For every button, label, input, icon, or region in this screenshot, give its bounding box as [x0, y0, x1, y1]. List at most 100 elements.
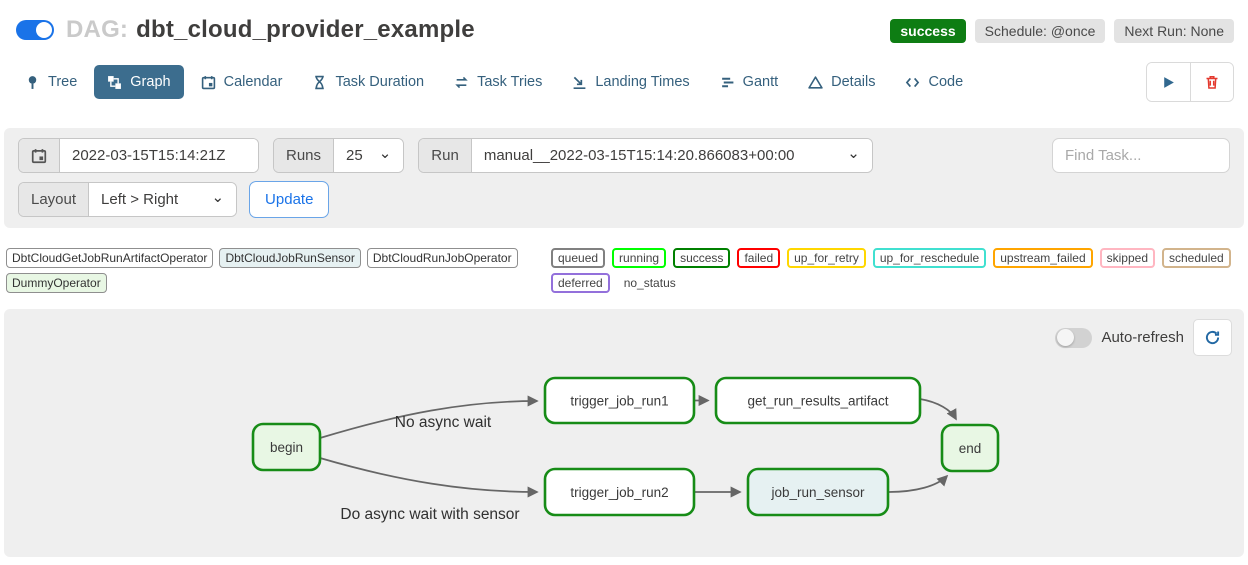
trash-icon: [1206, 75, 1218, 89]
tab-label: Calendar: [223, 74, 283, 90]
edge-artifact-end: [919, 398, 957, 421]
task-node-label: job_run_sensor: [770, 485, 865, 500]
tab-label: Task Duration: [335, 74, 425, 90]
status-badge-upstream-failed: upstream_failed: [993, 248, 1093, 268]
task-node-label: begin: [270, 440, 303, 455]
operator-badge: DbtCloudGetJobRunArtifactOperator: [6, 248, 214, 268]
task-node-end[interactable]: end: [940, 423, 1000, 473]
repeat-icon: [455, 76, 468, 88]
filter-row-1: Runs 25 ⌄ Run manual__2022-03-15T15:14:2…: [18, 138, 1230, 173]
task-node-label: get_run_results_artifact: [747, 394, 888, 409]
chevron-down-icon: ⌄: [847, 145, 860, 162]
layout-group: Layout Left > Right ⌄: [18, 182, 238, 217]
task-node-job-run-sensor[interactable]: job_run_sensor: [746, 467, 890, 517]
landing-times-icon: [573, 76, 586, 89]
operator-legend: DbtCloudGetJobRunArtifactOperator DbtClo…: [6, 248, 551, 293]
schedule-badge: Schedule: @once: [974, 19, 1106, 43]
tab-details[interactable]: Details: [795, 65, 888, 99]
code-icon: [906, 77, 920, 87]
layout-select[interactable]: Left > Right ⌄: [89, 183, 237, 216]
operator-badge: DummyOperator: [6, 273, 107, 293]
base-date-input[interactable]: [60, 139, 258, 172]
status-badge-deferred: deferred: [551, 273, 610, 293]
autorefresh-controls: Auto-refresh: [1055, 319, 1232, 356]
dag-prefix-label: DAG:: [66, 16, 129, 43]
tab-label: Graph: [130, 74, 171, 90]
details-icon: [808, 75, 823, 89]
update-button[interactable]: Update: [249, 181, 330, 218]
edge-label-no-async: No async wait: [395, 414, 492, 431]
tab-landing-times[interactable]: Landing Times: [559, 65, 702, 99]
run-label: Run: [419, 139, 472, 172]
toggle-knob: [36, 22, 52, 38]
auto-refresh-label: Auto-refresh: [1101, 329, 1184, 346]
header-badges: success Schedule: @once Next Run: None: [890, 19, 1234, 43]
filter-row-2: Layout Left > Right ⌄ Update: [18, 181, 1230, 218]
tab-tree[interactable]: Tree: [12, 65, 90, 99]
filter-panel: Runs 25 ⌄ Run manual__2022-03-15T15:14:2…: [4, 128, 1244, 228]
trigger-dag-button[interactable]: [1147, 63, 1190, 101]
status-badge-success: success: [673, 248, 731, 268]
task-node-label: end: [959, 441, 982, 456]
delete-dag-button[interactable]: [1190, 63, 1233, 101]
graph-icon: [108, 75, 122, 89]
dag-name: dbt_cloud_provider_example: [136, 16, 475, 43]
play-icon: [1164, 76, 1174, 88]
calendar-icon: [31, 148, 47, 163]
runs-group: Runs 25 ⌄: [273, 138, 405, 173]
task-node-trigger-job-run1[interactable]: trigger_job_run1: [543, 376, 696, 425]
refresh-button[interactable]: [1193, 319, 1232, 356]
task-node-label: trigger_job_run2: [570, 485, 668, 500]
layout-value: Left > Right: [101, 191, 179, 208]
chevron-down-icon: ⌄: [211, 189, 225, 206]
tab-calendar[interactable]: Calendar: [188, 65, 296, 99]
dag-pause-toggle[interactable]: [16, 20, 54, 40]
tree-icon: [28, 75, 37, 89]
task-node-label: trigger_job_run1: [570, 394, 668, 409]
tab-task-duration[interactable]: Task Duration: [299, 65, 437, 99]
tab-label: Details: [831, 74, 876, 90]
operator-badge: DbtCloudJobRunSensor: [219, 248, 361, 268]
task-node-get-run-results-artifact[interactable]: get_run_results_artifact: [714, 376, 922, 425]
task-node-begin[interactable]: begin: [251, 422, 322, 472]
page-title: DAG: dbt_cloud_provider_example: [66, 16, 475, 44]
calendar-icon: [201, 75, 215, 89]
status-badge-no-status: no_status: [616, 273, 683, 293]
runs-value: 25: [346, 147, 363, 164]
edge-begin-trigger2: [319, 457, 539, 498]
status-badge-scheduled: scheduled: [1162, 248, 1231, 268]
auto-refresh-toggle[interactable]: [1055, 327, 1093, 348]
tab-gantt[interactable]: Gantt: [707, 65, 791, 99]
edge-sensor-end: [887, 474, 949, 493]
task-node-trigger-job-run2[interactable]: trigger_job_run2: [543, 467, 696, 517]
tab-code[interactable]: Code: [892, 65, 976, 99]
dag-header: DAG: dbt_cloud_provider_example success S…: [0, 0, 1248, 48]
find-task-input[interactable]: [1052, 138, 1230, 173]
status-legend: queued running success failed up_for_ret…: [551, 248, 1240, 293]
tab-graph[interactable]: Graph: [94, 65, 184, 99]
tab-label: Task Tries: [477, 74, 543, 90]
dag-graph: No async wait Do async wait with sensor …: [251, 376, 1000, 523]
graph-panel: Auto-refresh No async wait Do async wait…: [4, 309, 1244, 557]
edge-begin-trigger1: [319, 395, 539, 439]
hourglass-icon: [315, 75, 325, 89]
edge-label-async-sensor: Do async wait with sensor: [340, 506, 519, 523]
run-value: manual__2022-03-15T15:14:20.866083+00:00: [483, 147, 795, 164]
status-badge-skipped: skipped: [1099, 248, 1155, 268]
tab-task-tries[interactable]: Task Tries: [441, 65, 555, 99]
operator-badge: DbtCloudRunJobOperator: [366, 248, 518, 268]
base-date-group: [18, 138, 259, 173]
dag-status-badge: success: [890, 19, 966, 43]
tab-label: Tree: [48, 74, 78, 90]
tab-label: Code: [928, 74, 964, 90]
next-run-badge: Next Run: None: [1114, 19, 1234, 43]
calendar-addon[interactable]: [19, 139, 60, 172]
status-badge-running: running: [612, 248, 667, 268]
toggle-knob: [1057, 329, 1075, 346]
runs-select[interactable]: 25 ⌄: [334, 139, 404, 172]
view-tabbar: Tree Graph Calendar Task Duration Task T…: [0, 48, 1248, 112]
status-badge-up-for-retry: up_for_retry: [787, 248, 866, 268]
status-badge-failed: failed: [737, 248, 781, 268]
tab-label: Gantt: [742, 74, 779, 90]
run-select[interactable]: manual__2022-03-15T15:14:20.866083+00:00…: [471, 139, 872, 172]
